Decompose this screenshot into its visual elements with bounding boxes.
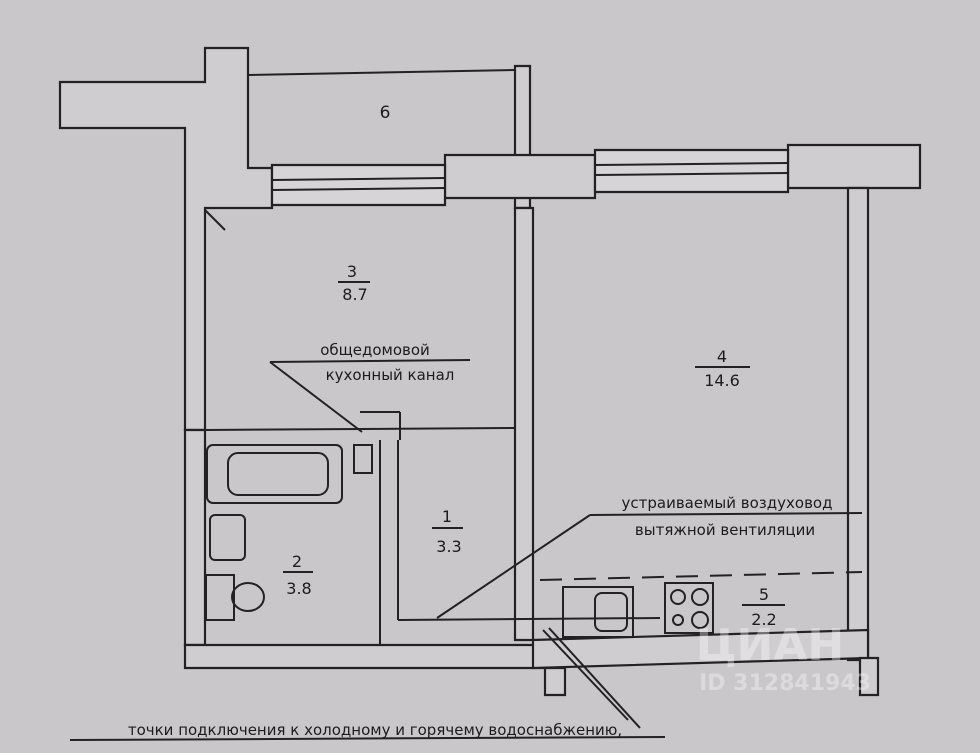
stove-icon [664,582,714,634]
room-5-area: 2.2 [751,610,776,629]
vent-note-line1: устраиваемый воздуховод [622,494,833,512]
room-4-area: 14.6 [704,371,740,390]
water-note: точки подключения к холодному и горячему… [128,721,622,739]
walls [58,46,922,697]
sink-icon [209,514,246,561]
room-2-area: 3.8 [286,579,311,598]
room-4-number: 4 [717,347,727,366]
vent-note-line2: вытяжной вентиляции [635,521,815,539]
watermark-id: ID 312841943 [699,671,871,696]
room-3-number: 3 [347,262,357,281]
duct-note-line2: кухонный канал [326,366,455,384]
room-5-number: 5 [759,585,769,604]
kitchen-sink-icon [562,586,634,638]
room-3-area: 8.7 [342,285,367,304]
room-2-number: 2 [292,552,302,571]
duct-note-line1: общедомовой [320,341,430,359]
watermark-brand: ЦИАН [696,620,845,671]
room-6-number: 6 [380,103,391,123]
room-1-number: 1 [442,507,452,526]
bathtub-icon [206,444,343,504]
toilet-icon [205,574,235,621]
duct-icon [353,444,373,474]
room-1-area: 3.3 [436,537,461,556]
fixtures [69,359,863,741]
